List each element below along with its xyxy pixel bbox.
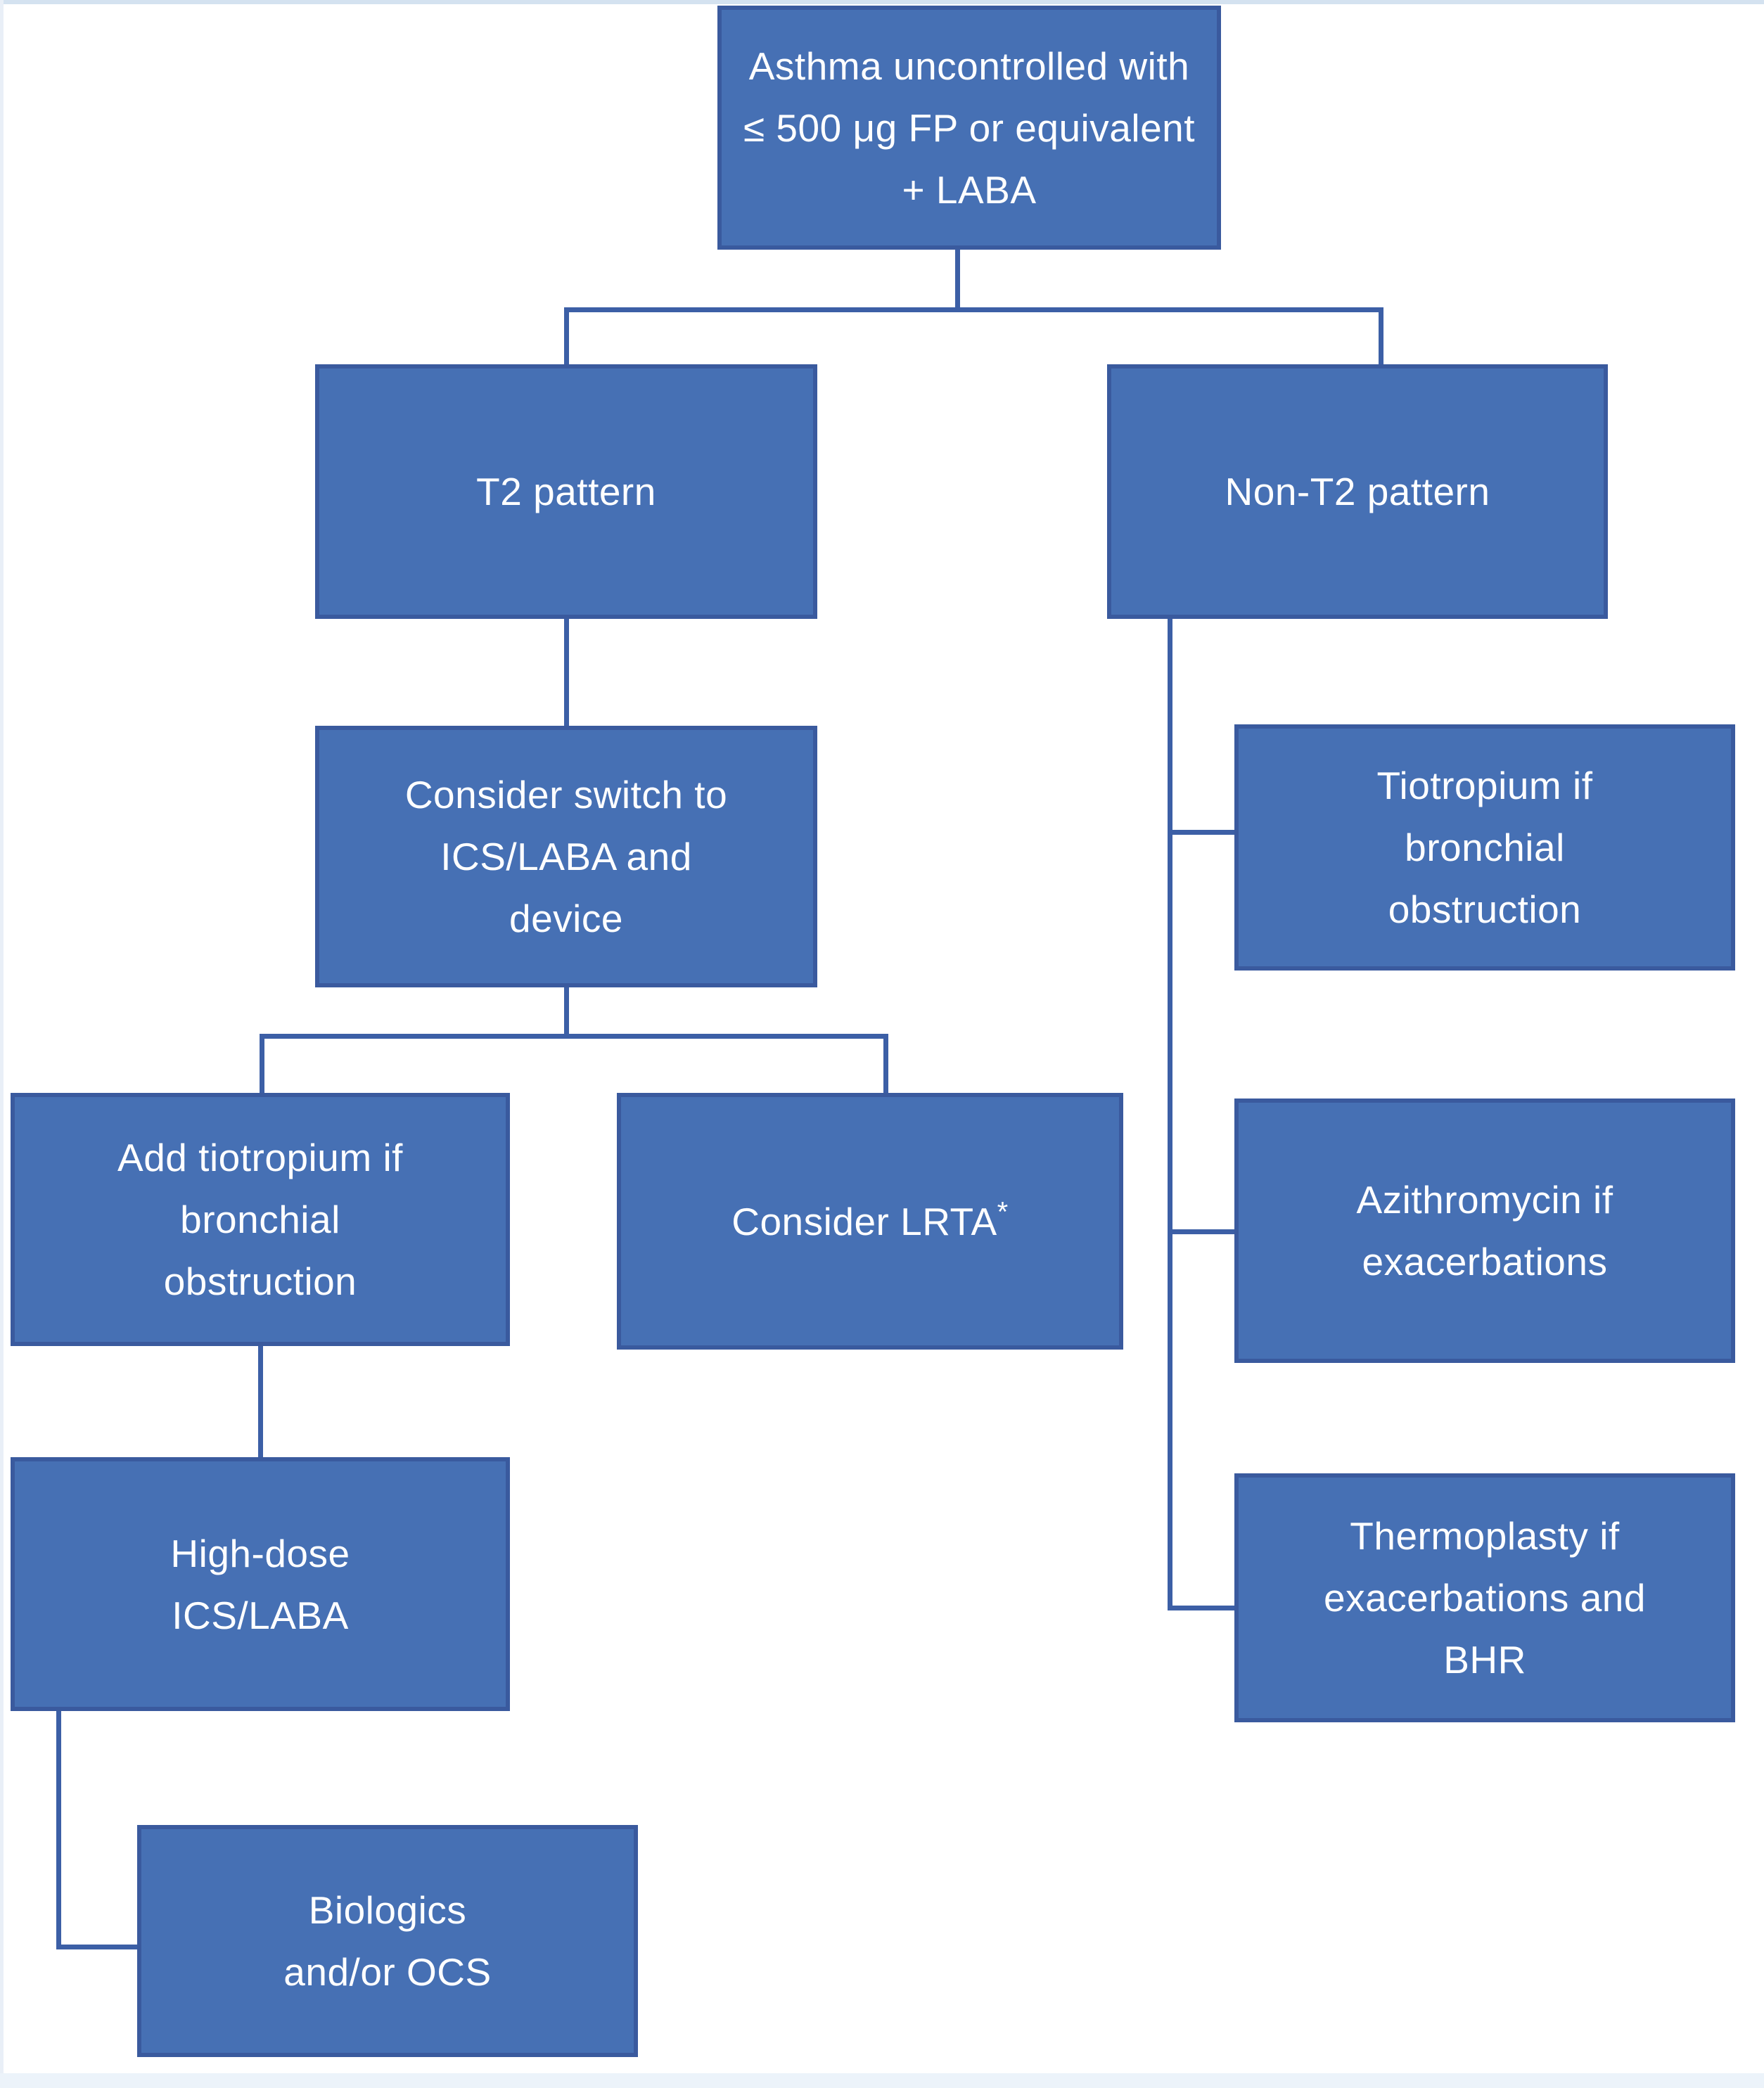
node-high-dose-label: High-dose ICS/LABA <box>15 1523 506 1646</box>
node-high-dose-ics-laba: High-dose ICS/LABA <box>11 1457 510 1711</box>
node-switch-label: Consider switch to ICS/LABA and device <box>319 764 813 949</box>
node-tiotropium-label: Tiotropium if bronchial obstruction <box>1239 755 1731 940</box>
node-tiotropium-line-3: obstruction <box>1388 888 1582 931</box>
node-t2-label: T2 pattern <box>319 461 813 523</box>
connector-stub-azithromycin <box>1168 1229 1236 1234</box>
connector-non-t2-trunk <box>1168 617 1172 1610</box>
page-border-left <box>0 0 4 2088</box>
connector-top-stem <box>955 248 960 312</box>
connector-to-non-t2 <box>1379 307 1383 367</box>
connector-to-lrta <box>883 1034 888 1094</box>
connector-to-t2 <box>564 307 569 367</box>
node-asthma-label: Asthma uncontrolled with ≤ 500 μg FP or … <box>722 35 1217 221</box>
node-consider-switch: Consider switch to ICS/LABA and device <box>315 726 817 987</box>
connector-elbow-vertical-to-biologics <box>56 1710 61 1949</box>
node-biologics-ocs: Biologics and/or OCS <box>137 1825 638 2057</box>
node-biologics-label: Biologics and/or OCS <box>141 1879 634 2003</box>
asterisk-footnote-marker: * <box>997 1196 1009 1228</box>
connector-t2-to-switch <box>564 617 569 727</box>
node-azithromycin: Azithromycin if exacerbations <box>1234 1099 1735 1363</box>
node-lrta-text: Consider LRTA <box>731 1199 997 1243</box>
node-non-t2-label: Non-T2 pattern <box>1111 461 1604 523</box>
node-switch-line-2: ICS/LABA and <box>440 835 692 878</box>
node-switch-line-3: device <box>509 897 623 940</box>
node-tiotropium-line-1: Tiotropium if <box>1376 764 1593 807</box>
connector-main-split <box>564 307 1383 312</box>
node-asthma-line-2: ≤ 500 μg FP or equivalent <box>743 105 1196 150</box>
node-t2-line-1: T2 pattern <box>476 470 656 513</box>
node-azithromycin-line-2: exacerbations <box>1362 1240 1608 1283</box>
node-thermoplasty-label: Thermoplasty if exacerbations and BHR <box>1239 1505 1731 1691</box>
connector-switch-stem <box>564 986 569 1038</box>
node-add-tiotropium-line-2: bronchial <box>180 1198 340 1241</box>
connector-to-high-dose <box>258 1345 263 1459</box>
node-non-t2-line-1: Non-T2 pattern <box>1225 470 1490 513</box>
node-lrta-line-1: Consider LRTA* <box>621 1191 1119 1253</box>
node-azithromycin-line-1: Azithromycin if <box>1356 1178 1613 1222</box>
node-switch-line-1: Consider switch to <box>404 773 728 816</box>
node-asthma-line-1: Asthma uncontrolled with <box>748 44 1190 88</box>
node-biologics-line-2: and/or OCS <box>283 1950 492 1994</box>
connector-elbow-horizontal-to-biologics <box>56 1945 139 1949</box>
page-border-top <box>0 0 1764 4</box>
node-thermoplasty-line-3: BHR <box>1443 1638 1526 1682</box>
connector-sub-split <box>260 1034 888 1039</box>
node-biologics-line-1: Biologics <box>308 1888 467 1932</box>
node-asthma-line-3: + LABA <box>902 167 1037 212</box>
node-high-dose-line-2: ICS/LABA <box>172 1593 349 1637</box>
connector-to-add-tiotropium <box>260 1034 264 1094</box>
node-thermoplasty: Thermoplasty if exacerbations and BHR <box>1234 1473 1735 1722</box>
node-lrta-label: Consider LRTA* <box>621 1191 1119 1253</box>
connector-stub-tiotropium <box>1168 830 1236 835</box>
node-add-tiotropium-line-3: obstruction <box>163 1260 357 1303</box>
node-add-tiotropium: Add tiotropium if bronchial obstruction <box>11 1093 510 1346</box>
page-border-bottom <box>0 2073 1764 2088</box>
node-asthma-uncontrolled: Asthma uncontrolled with ≤ 500 μg FP or … <box>717 6 1221 250</box>
node-thermoplasty-line-2: exacerbations and <box>1324 1576 1646 1620</box>
node-thermoplasty-line-1: Thermoplasty if <box>1350 1514 1620 1558</box>
node-add-tiotropium-label: Add tiotropium if bronchial obstruction <box>15 1127 506 1312</box>
node-consider-lrta: Consider LRTA* <box>617 1093 1123 1350</box>
node-tiotropium-line-2: bronchial <box>1405 826 1565 869</box>
connector-stub-thermoplasty <box>1168 1606 1236 1610</box>
node-add-tiotropium-line-1: Add tiotropium if <box>117 1136 403 1179</box>
node-non-t2-pattern: Non-T2 pattern <box>1107 364 1608 619</box>
node-tiotropium-if-obstruction: Tiotropium if bronchial obstruction <box>1234 724 1735 971</box>
node-azithromycin-label: Azithromycin if exacerbations <box>1239 1169 1731 1293</box>
node-t2-pattern: T2 pattern <box>315 364 817 619</box>
node-high-dose-line-1: High-dose <box>170 1531 350 1575</box>
